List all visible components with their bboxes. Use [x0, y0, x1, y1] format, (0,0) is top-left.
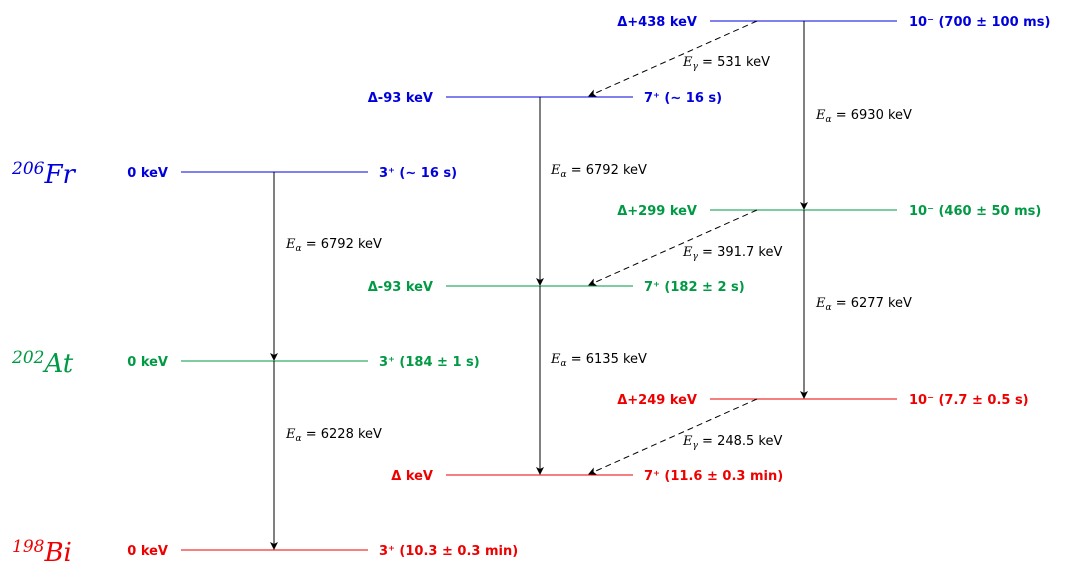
nucleus-label-at: 202At [11, 348, 74, 379]
gamma-arrow-bi [588, 398, 758, 475]
level-state-at-7: 7⁺ (182 ± 2 s) [644, 280, 745, 295]
level-energy-fr-7: Δ-93 keV [368, 91, 433, 106]
level-state-fr-10: 10⁻ (700 ± 100 ms) [909, 15, 1050, 30]
nucleus-label-fr: 206Fr [11, 159, 76, 190]
gamma-label-fr: Eγ = 531 keV [682, 55, 770, 72]
gamma-arrow-at [588, 209, 758, 286]
level-state-bi-10: 10⁻ (7.7 ± 0.5 s) [909, 393, 1029, 408]
level-state-fr-gs: 3⁺ (∼ 16 s) [379, 166, 457, 181]
nucleus-label-bi: 198Bi [12, 537, 72, 565]
level-state-bi-7: 7⁺ (11.6 ± 0.3 min) [644, 469, 783, 484]
level-state-at-gs: 3⁺ (184 ± 1 s) [379, 355, 480, 370]
gamma-arrow-fr [588, 20, 758, 97]
alpha-label-7-fr-at: Eα = 6792 keV [550, 163, 647, 180]
alpha-label-10-fr-at: Eα = 6930 keV [815, 108, 912, 125]
level-energy-at-gs: 0 keV [127, 355, 168, 370]
level-energy-at-10: Δ+299 keV [617, 204, 697, 219]
alpha-label-gs-at-bi: Eα = 6228 keV [285, 427, 382, 444]
level-energy-bi-gs: 0 keV [127, 544, 168, 559]
level-energy-at-7: Δ-93 keV [368, 280, 433, 295]
level-energy-bi-10: Δ+249 keV [617, 393, 697, 408]
level-energy-fr-10: Δ+438 keV [617, 15, 697, 30]
alpha-label-gs-fr-at: Eα = 6792 keV [285, 237, 382, 254]
alpha-label-7-at-bi: Eα = 6135 keV [550, 352, 647, 369]
level-energy-fr-gs: 0 keV [127, 166, 168, 181]
gamma-label-bi: Eγ = 248.5 keV [682, 434, 782, 451]
alpha-label-10-at-bi: Eα = 6277 keV [815, 296, 912, 313]
level-state-bi-gs: 3⁺ (10.3 ± 0.3 min) [379, 544, 518, 559]
level-state-fr-7: 7⁺ (∼ 16 s) [644, 91, 722, 106]
level-state-at-10: 10⁻ (460 ± 50 ms) [909, 204, 1041, 219]
level-energy-bi-7: Δ keV [391, 469, 433, 484]
gamma-label-at: Eγ = 391.7 keV [682, 245, 782, 262]
